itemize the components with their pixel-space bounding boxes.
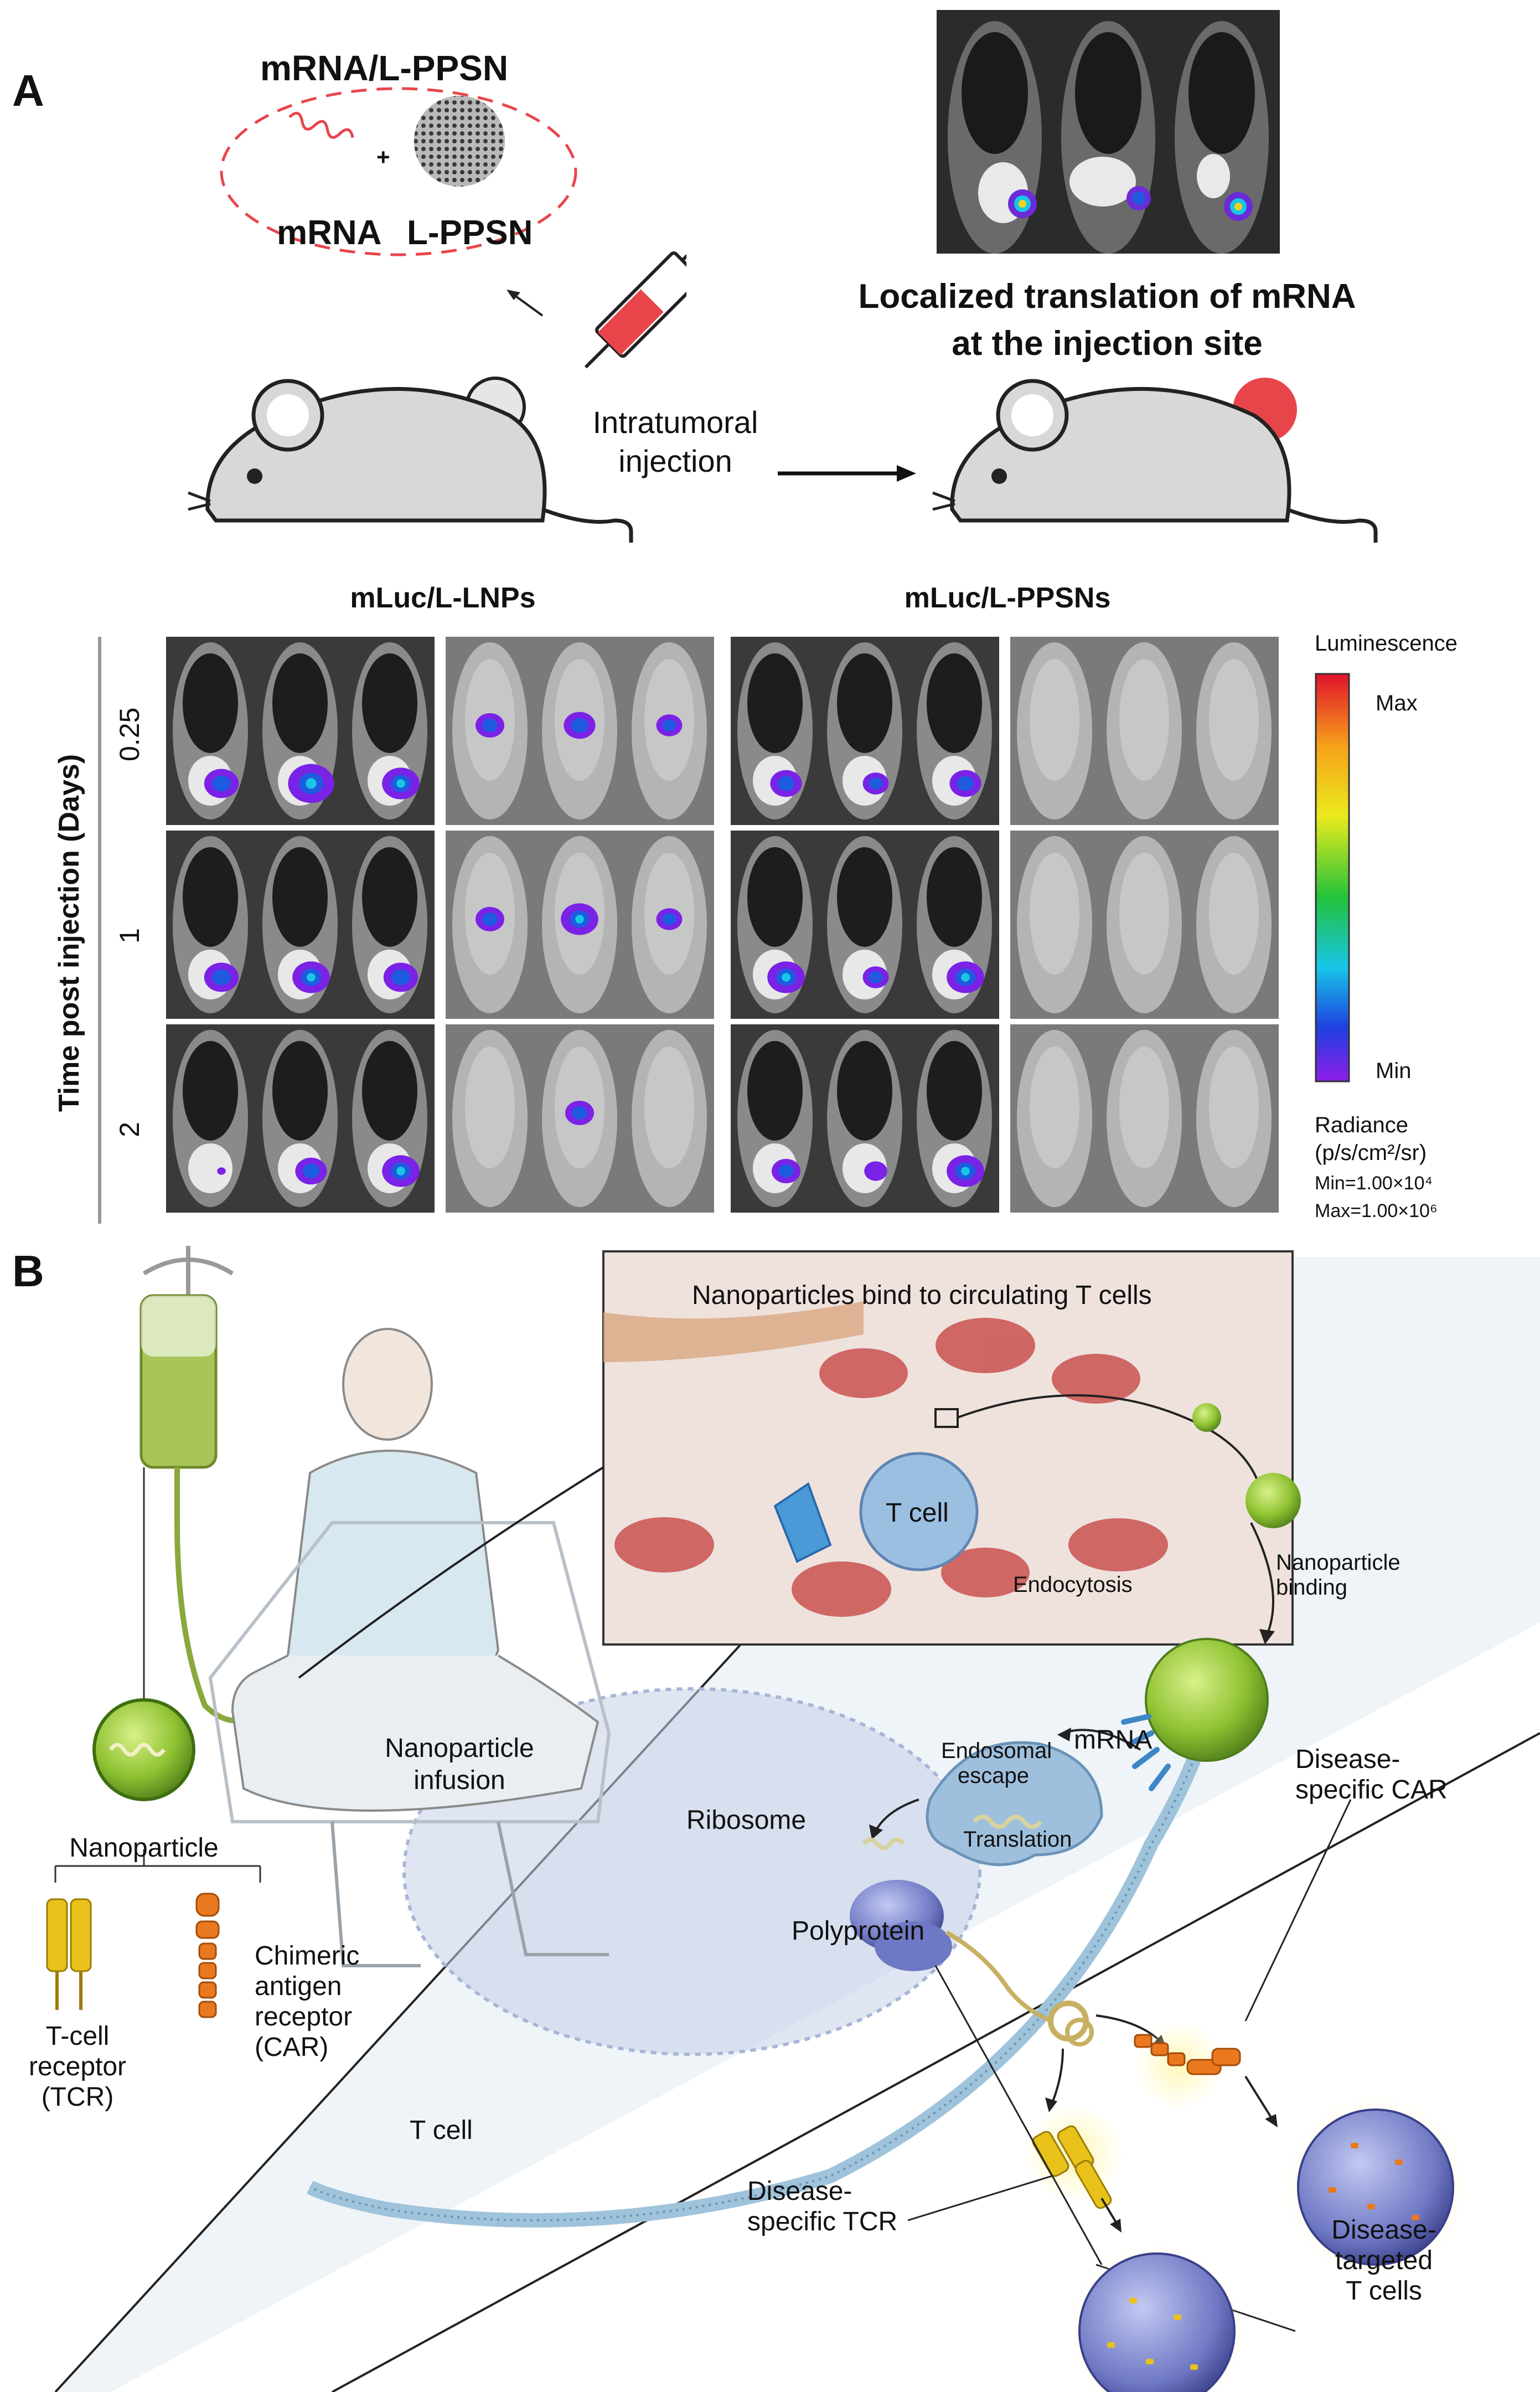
- mouse-injection-illustration: [188, 233, 686, 543]
- ppsn-panel-row2-ventral: [1010, 1024, 1279, 1213]
- tcr-label-3: (TCR): [41, 2082, 114, 2112]
- ribosome-label: Ribosome: [686, 1806, 807, 1835]
- lnp-panel-row2-ventral: [446, 1024, 714, 1213]
- injection-label-2: injection: [618, 444, 732, 478]
- row-label-0: 0.25: [114, 707, 145, 761]
- endosomal-escape-label-1: Endosomal: [941, 1739, 1052, 1763]
- imaging-grid-lnp: [166, 637, 714, 1213]
- disease-tcr-label-2: specific TCR: [747, 2207, 898, 2236]
- car-label-1: Chimeric: [255, 1941, 360, 1971]
- result-title-2: at the injection site: [952, 324, 1263, 363]
- legend-unit-title: Radiance: [1315, 1113, 1409, 1137]
- y-axis-line: [98, 637, 101, 1224]
- endocytosis-label: Endocytosis: [1013, 1573, 1133, 1597]
- endosomal-escape-label-2: escape: [958, 1764, 1029, 1788]
- mix-title: mRNA/L-PPSN: [260, 48, 509, 88]
- mouse-result-illustration: [932, 378, 1378, 543]
- injection-arrow: [778, 465, 916, 482]
- panel-b-letter: B: [12, 1246, 44, 1296]
- lnp-panel-row0-dorsal: [166, 637, 435, 825]
- top-imaging-photo: [937, 10, 1280, 254]
- tcr-label-1: T-cell: [45, 2022, 110, 2051]
- panel-b-illustration: [46, 1246, 1540, 2392]
- inset-tcell-label: T cell: [886, 1498, 949, 1528]
- lnp-panel-row2-dorsal: [166, 1024, 435, 1213]
- ppsn-panel-row1-ventral: [1010, 831, 1279, 1019]
- mix-mrna-label: mRNA: [277, 214, 382, 252]
- lnp-panel-row1-ventral: [446, 831, 714, 1019]
- ppsn-panel-row0-dorsal: [731, 637, 999, 825]
- disease-car-label-1: Disease-: [1295, 1745, 1401, 1774]
- row-label-2: 2: [114, 1122, 145, 1137]
- injection-label-1: Intratumoral: [592, 405, 758, 440]
- legend-max: Max: [1376, 691, 1418, 715]
- legend-min: Min: [1376, 1059, 1412, 1083]
- tcr-label-2: receptor: [28, 2052, 127, 2081]
- legend-colorbar: [1315, 673, 1350, 1082]
- disease-car-label-2: specific CAR: [1295, 1775, 1448, 1805]
- lnp-panel-row0-ventral: [446, 637, 714, 825]
- targeted-label-1: Disease-: [1331, 2215, 1436, 2245]
- legend-min-value: Min=1.00×10⁴: [1315, 1173, 1433, 1194]
- nanoparticle-label: Nanoparticle: [69, 1833, 219, 1863]
- car-label-3: receptor: [255, 2002, 353, 2032]
- y-axis-label: Time post injection (Days): [53, 754, 85, 1112]
- inset-title: Nanoparticles bind to circulating T cell…: [692, 1281, 1152, 1310]
- mrna-label: mRNA: [1074, 1725, 1153, 1755]
- col-title-ppsn: mLuc/L-PPSNs: [904, 582, 1111, 614]
- big-tcell-label: T cell: [410, 2116, 473, 2145]
- col-title-lnp: mLuc/L-LNPs: [350, 582, 536, 614]
- row-label-1: 1: [114, 928, 145, 944]
- polyprotein-label: Polyprotein: [792, 1916, 925, 1946]
- legend-title: Luminescence: [1315, 631, 1458, 656]
- car-label-2: antigen: [255, 1972, 342, 2001]
- targeted-label-2: targeted: [1335, 2246, 1433, 2275]
- ppsn-panel-row2-dorsal: [731, 1024, 999, 1213]
- nanoparticle-binding-label: Nanoparticle binding: [1276, 1550, 1401, 1600]
- translation-label: Translation: [963, 1827, 1072, 1852]
- panel-a-letter: A: [12, 66, 44, 115]
- lnp-panel-row1-dorsal: [166, 831, 435, 1019]
- ppsn-panel-row0-ventral: [1010, 637, 1279, 825]
- legend-unit: (p/s/cm²/sr): [1315, 1141, 1427, 1165]
- result-title-1: Localized translation of mRNA: [858, 277, 1356, 316]
- infusion-label-1: Nanoparticle: [385, 1734, 534, 1763]
- legend-max-value: Max=1.00×10⁶: [1315, 1200, 1438, 1221]
- targeted-label-3: T cells: [1346, 2276, 1422, 2306]
- disease-tcr-label-1: Disease-: [747, 2177, 852, 2206]
- car-label-4: (CAR): [255, 2033, 329, 2062]
- ppsn-panel-row1-dorsal: [731, 831, 999, 1019]
- mix-ppsn-label: L-PPSN: [407, 214, 533, 252]
- infusion-label-2: infusion: [414, 1766, 505, 1795]
- imaging-grid-ppsn: [731, 637, 1279, 1213]
- mix-illustration: [220, 87, 577, 256]
- mix-plus: +: [376, 144, 390, 170]
